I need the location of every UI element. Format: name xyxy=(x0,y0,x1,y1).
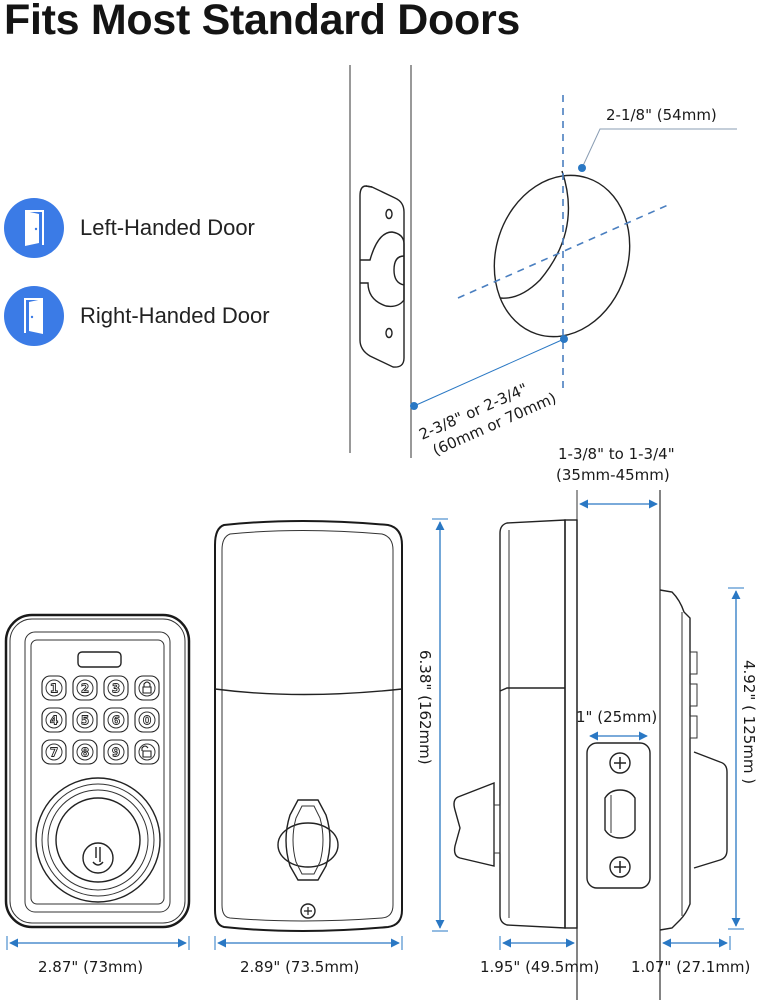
latch-faceplate xyxy=(359,185,405,368)
backset-dot-center xyxy=(560,335,568,343)
door-thickness-label-line1: 1-3/8" to 1-3/4" xyxy=(558,445,675,463)
interior-front-view xyxy=(214,520,403,932)
legend-label: Left-Handed Door xyxy=(80,215,255,240)
key-label: 1 xyxy=(50,682,58,696)
bore-leader-line xyxy=(581,128,737,169)
legend-label: Right-Handed Door xyxy=(80,303,270,328)
legend-right-handed-door: Right-Handed Door xyxy=(4,286,270,346)
key-label: 2 xyxy=(81,682,89,696)
keypad-front-view: 1 2 3 4 5 6 0 7 8 9 xyxy=(4,613,191,929)
interior-depth-label: 1.95" (49.5mm) xyxy=(480,958,599,976)
key-icon xyxy=(92,847,104,866)
side-view xyxy=(453,519,728,931)
exterior-height-label: 4.92" ( 125mm ) xyxy=(740,660,758,784)
right-handed-door-icon xyxy=(4,286,64,346)
keypad-key-6[interactable]: 6 xyxy=(103,707,129,733)
key-label: 8 xyxy=(81,746,89,760)
exterior-depth-label: 1.07" (27.1mm) xyxy=(631,958,750,976)
keypad-key-4[interactable]: 4 xyxy=(41,707,67,733)
key-label: 0 xyxy=(143,714,151,728)
interior-height-label: 6.38" (162mm) xyxy=(416,650,434,765)
door-thickness-label-line2: (35mm-45mm) xyxy=(556,466,670,484)
keypad-sensor xyxy=(77,651,122,668)
cross-bore-hole xyxy=(493,170,631,338)
key-label: 5 xyxy=(81,714,89,728)
lock-key[interactable] xyxy=(134,675,160,701)
keypad-key-9[interactable]: 9 xyxy=(103,739,129,765)
bore-diameter-label: 2-1/8" (54mm) xyxy=(606,106,717,124)
key-label: 7 xyxy=(50,746,58,760)
key-label: 3 xyxy=(112,682,120,696)
interior-width-label: 2.89" (73.5mm) xyxy=(240,958,359,976)
keyhole-cylinder xyxy=(82,842,114,874)
backset-line xyxy=(413,338,565,407)
keypad-key-1[interactable]: 1 xyxy=(41,675,67,701)
keypad-key-0[interactable]: 0 xyxy=(134,707,160,733)
keypad-key-3[interactable]: 3 xyxy=(103,675,129,701)
keypad-key-8[interactable]: 8 xyxy=(72,739,98,765)
mounting-screw xyxy=(300,903,316,919)
backset-dot-edge xyxy=(410,402,418,410)
key-label: 4 xyxy=(50,714,58,728)
page-title: Fits Most Standard Doors xyxy=(4,0,521,44)
side-thumb-turn xyxy=(453,781,495,867)
keypad-width-label: 2.87" (73mm) xyxy=(38,958,143,976)
key-label: 9 xyxy=(112,746,120,760)
keypad-key-2[interactable]: 2 xyxy=(72,675,98,701)
bore-leader-dot xyxy=(578,164,586,172)
unlock-key[interactable] xyxy=(134,739,160,765)
keypad-key-7[interactable]: 7 xyxy=(41,739,67,765)
unlock-icon xyxy=(141,745,152,758)
thumb-turn xyxy=(277,799,339,881)
lock-icon xyxy=(142,681,152,694)
door-prep-drawing: 2-1/8" (54mm) 2-3/8" or 2-3/4" (60mm or … xyxy=(349,65,737,459)
latch-faceplate-front xyxy=(586,742,651,889)
keypad-key-5[interactable]: 5 xyxy=(72,707,98,733)
left-handed-door-icon xyxy=(4,198,64,258)
latch-width-label: 1" (25mm) xyxy=(576,708,657,726)
key-label: 6 xyxy=(112,714,120,728)
legend-left-handed-door: Left-Handed Door xyxy=(4,198,255,258)
